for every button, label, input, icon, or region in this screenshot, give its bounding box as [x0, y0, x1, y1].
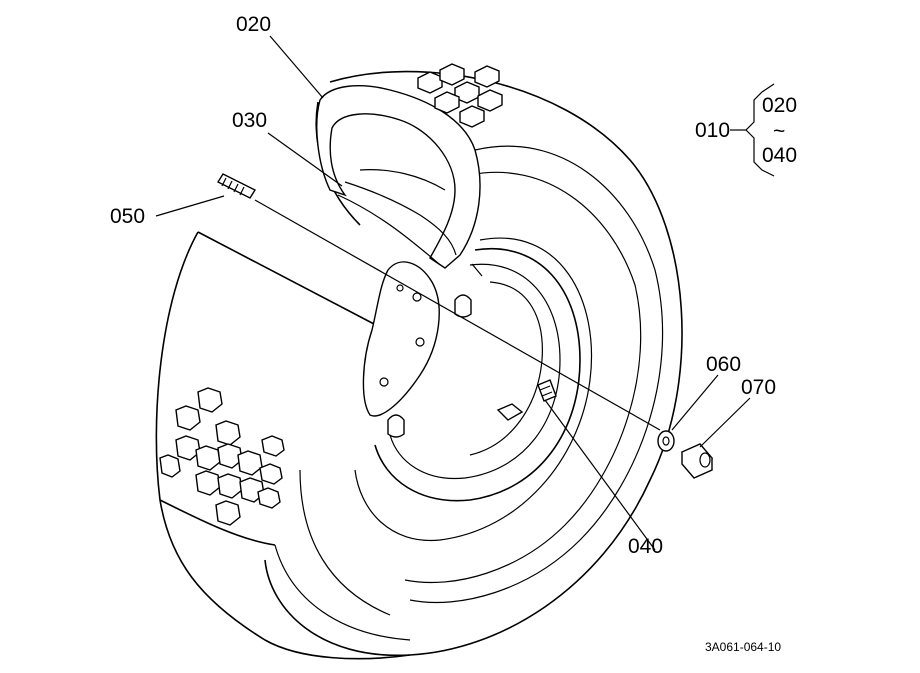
assembly-range-start: 020 [762, 94, 797, 117]
assembly-range-end: 040 [762, 144, 797, 167]
tire [155, 70, 683, 660]
assembly-bracket [730, 83, 775, 177]
assembly-range-symbol: ~ [773, 120, 785, 143]
drawing-code: 3A061-064-10 [705, 640, 781, 654]
assembly-parent-label: 010 [695, 119, 730, 142]
wheel-nut [680, 443, 714, 479]
callout-050: 050 [110, 205, 145, 228]
leader-lines [155, 35, 751, 551]
callout-060: 060 [706, 353, 741, 376]
tire-cutaway-section [316, 85, 481, 269]
tread-blocks-left [159, 387, 285, 526]
callout-020: 020 [236, 13, 271, 36]
wheel-rim [362, 247, 581, 502]
callout-070: 070 [741, 376, 776, 399]
stud-bolt [216, 173, 257, 199]
callout-040: 040 [628, 535, 663, 558]
callout-030: 030 [232, 109, 267, 132]
washer [657, 430, 675, 452]
tread-blocks-top [417, 63, 503, 128]
